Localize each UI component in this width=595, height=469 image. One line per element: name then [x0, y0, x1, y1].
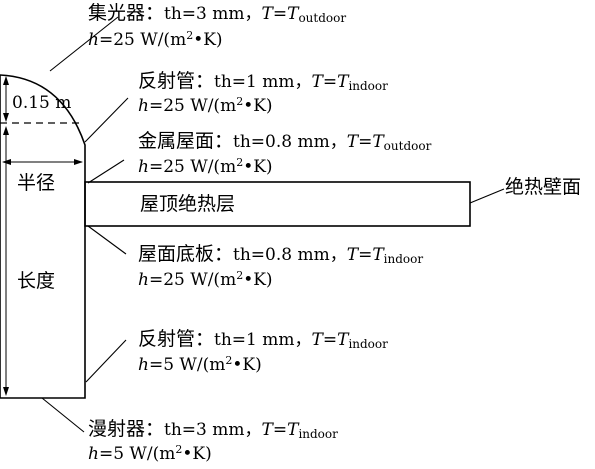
collector-t-var2: T [287, 4, 299, 24]
reflector-bottom-spec-line1: 反射管：th=1 mm，T=Tindoor [138, 328, 388, 351]
reflector-top-h-tail: •K) [243, 96, 273, 116]
collector-spec-line1: 集光器：th=3 mm，T=Toutdoor [88, 2, 346, 25]
metal-roof-h-val: =25 W/(m [148, 157, 237, 177]
reflector-bottom-h-var: h [138, 355, 149, 375]
insulation-layer-box [84, 181, 471, 227]
reflector-bottom-t-var: T [311, 330, 323, 350]
reflector-bottom-h-sup: 2 [225, 354, 233, 367]
diffuser-h-var: h [88, 444, 99, 464]
reflector-top-t-eq: = [322, 72, 338, 92]
reflector-top-h-var: h [138, 96, 149, 116]
roof-base-h-val: =25 W/(m [148, 270, 237, 290]
leader-collector [49, 16, 119, 72]
diffuser-h-val: =5 W/(m [98, 444, 176, 464]
length-arrow-bottom [3, 387, 9, 396]
metal-roof-h-sup: 2 [236, 156, 244, 169]
metal-roof-t-var2: T [372, 132, 384, 152]
diffuser-t-eq: = [272, 420, 288, 440]
reflector-bottom-h-val: =5 W/(m [148, 355, 226, 375]
collector-spec-line2: h=25 W/(m2•K) [88, 29, 223, 51]
collector-t-sub: outdoor [298, 11, 347, 25]
leader-adiabatic-wall [469, 188, 505, 204]
diffuser-spec-line1: 漫射器：th=3 mm，T=Tindoor [88, 418, 338, 441]
metal-roof-h-tail: •K) [243, 157, 273, 177]
reflector-top-t-var: T [311, 72, 323, 92]
diffuser-spec-line2: h=5 W/(m2•K) [88, 443, 212, 465]
collector-h-val: =25 W/(m [98, 30, 187, 50]
dome-height-arrow-top [3, 76, 9, 85]
reflector-top-name: 反射管： [138, 70, 215, 92]
roof-base-t-eq: = [358, 245, 373, 265]
reflector-top-spec-line1: 反射管：th=1 mm，T=Tindoor [138, 70, 388, 93]
roof-base-t-var2: T [372, 245, 384, 265]
reflector-bottom-name: 反射管： [138, 328, 215, 350]
metal-roof-t-sub: outdoor [383, 139, 432, 153]
diffuser-t-sub: indoor [298, 427, 338, 441]
collector-thickness: th=3 mm， [164, 4, 262, 24]
metal-roof-h-var: h [138, 157, 149, 177]
metal-roof-t-var: T [346, 132, 359, 152]
reflector-top-t-sub: indoor [348, 79, 388, 93]
roof-base-spec-line1: 屋面底板：th=0.8 mm，T=Tindoor [138, 243, 423, 266]
roof-base-t-sub: indoor [383, 252, 424, 266]
reflector-bottom-t-eq: = [322, 330, 338, 350]
roof-base-h-tail: •K) [243, 270, 273, 290]
roof-base-thickness: th=0.8 mm， [233, 245, 347, 265]
adiabatic-wall-label: 绝热壁面 [505, 176, 582, 198]
roof-base-h-var: h [138, 270, 149, 290]
metal-roof-spec-line1: 金属屋面：th=0.8 mm，T=Toutdoor [138, 130, 431, 153]
reflector-top-spec-line2: h=25 W/(m2•K) [138, 95, 273, 117]
leader-diffuser [41, 397, 85, 433]
metal-roof-thickness: th=0.8 mm， [233, 132, 347, 152]
radius-label: 半径 [17, 172, 56, 194]
reflector-bottom-t-var2: T [337, 330, 349, 350]
roof-base-h-sup: 2 [236, 269, 244, 282]
reflector-top-h-sup: 2 [236, 95, 244, 108]
reflector-top-h-val: =25 W/(m [148, 96, 237, 116]
leader-metal-roof [87, 159, 125, 184]
diffuser-thickness: th=3 mm， [164, 420, 262, 440]
roof-base-t-var: T [346, 245, 359, 265]
reflector-bottom-thickness: th=1 mm， [214, 330, 312, 350]
reflector-bottom-spec-line2: h=5 W/(m2•K) [138, 354, 262, 376]
diffuser-h-tail: •K) [182, 444, 212, 464]
collector-h-var: h [88, 30, 99, 50]
reflector-top-t-var2: T [337, 72, 349, 92]
reflector-bottom-h-tail: •K) [232, 355, 262, 375]
diffuser-name: 漫射器： [88, 418, 165, 440]
collector-name: 集光器： [88, 2, 165, 24]
leader-reflector-top [84, 97, 129, 143]
collector-h-tail: •K) [193, 30, 223, 50]
diffuser-t-var2: T [287, 420, 299, 440]
insulation-layer-label: 屋顶绝热层 [140, 193, 236, 215]
diffuser-h-sup: 2 [175, 443, 183, 456]
reflector-bottom-t-sub: indoor [348, 337, 388, 351]
length-arrow-top [3, 126, 9, 135]
collector-t-var: T [261, 4, 273, 24]
collector-h-sup: 2 [186, 29, 194, 42]
metal-roof-name: 金属屋面： [138, 130, 234, 152]
diffuser-t-var: T [261, 420, 273, 440]
reflector-top-thickness: th=1 mm， [214, 72, 312, 92]
tube-outline [0, 74, 86, 399]
length-label: 长度 [17, 270, 56, 292]
leader-reflector-bottom [85, 339, 127, 383]
radius-arrow-right [74, 159, 83, 165]
metal-roof-t-eq: = [358, 132, 373, 152]
dome-height-arrow-bottom [3, 113, 9, 122]
collector-t-eq: = [272, 4, 288, 24]
leader-roof-base [87, 225, 127, 255]
dome-height-label: 0.15 m [12, 93, 72, 113]
roof-base-name: 屋面底板： [138, 243, 234, 265]
roof-base-spec-line2: h=25 W/(m2•K) [138, 269, 273, 291]
metal-roof-spec-line2: h=25 W/(m2•K) [138, 156, 273, 178]
